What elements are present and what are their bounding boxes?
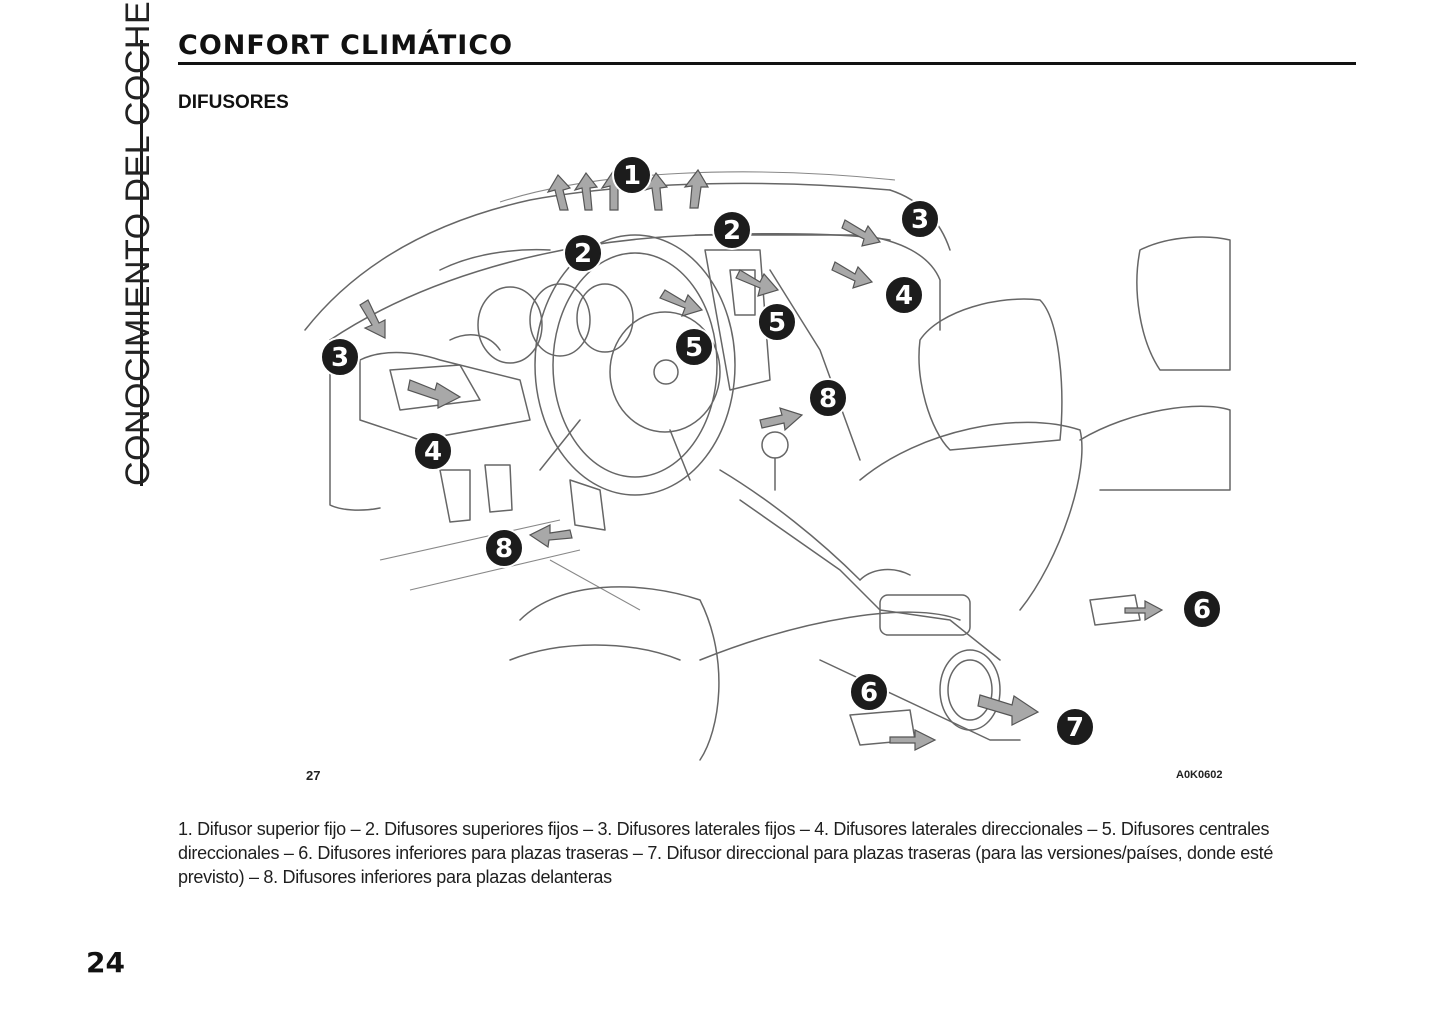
svg-text:2: 2 (723, 216, 741, 246)
callout-8-right: 8 (808, 378, 848, 418)
section-tab-label: CONOCIMIENTO DEL COCHE (119, 0, 157, 486)
callout-5-right: 5 (757, 302, 797, 342)
airflow-arrows (359, 168, 1164, 751)
svg-text:4: 4 (424, 437, 442, 467)
callout-2-upper-left: 2 (563, 233, 603, 273)
callout-1: 1 (612, 155, 652, 195)
svg-text:5: 5 (685, 333, 703, 363)
page-title: CONFORT CLIMÁTICO (178, 30, 514, 61)
callout-6-left: 6 (849, 672, 889, 712)
callout-2-upper-right: 2 (712, 210, 752, 250)
callout-6-right: 6 (1182, 589, 1222, 629)
callout-5-center: 5 (674, 327, 714, 367)
title-divider (178, 62, 1356, 65)
callout-3-right: 3 (900, 199, 940, 239)
callout-8-left: 8 (484, 528, 524, 568)
svg-text:4: 4 (895, 281, 913, 311)
svg-text:8: 8 (819, 384, 837, 414)
svg-text:5: 5 (768, 308, 786, 338)
svg-text:1: 1 (623, 161, 641, 191)
dashboard-vents-illustration: 1 2 2 3 3 4 4 5 5 6 6 7 8 8 (300, 140, 1240, 765)
callout-4-left: 4 (413, 431, 453, 471)
callout-3-left: 3 (320, 337, 360, 377)
callout-4-right: 4 (884, 275, 924, 315)
svg-text:8: 8 (495, 534, 513, 564)
svg-text:7: 7 (1066, 713, 1084, 743)
svg-text:6: 6 (1193, 595, 1211, 625)
figure-number: 27 (306, 768, 321, 783)
svg-text:2: 2 (574, 239, 592, 269)
section-tab: CONOCIMIENTO DEL COCHE (96, 1, 157, 486)
svg-text:3: 3 (911, 205, 929, 235)
callout-7: 7 (1055, 707, 1095, 747)
illustration-drawing: 1 2 2 3 3 4 4 5 5 6 6 7 8 8 (304, 155, 1231, 761)
page-number: 24 (86, 946, 125, 979)
svg-text:3: 3 (331, 343, 349, 373)
section-heading: DIFUSORES (178, 92, 289, 113)
figure-caption: 1. Difusor superior fijo – 2. Difusores … (178, 819, 1274, 887)
figure-code: A0K0602 (1176, 769, 1223, 781)
svg-text:6: 6 (860, 678, 878, 708)
